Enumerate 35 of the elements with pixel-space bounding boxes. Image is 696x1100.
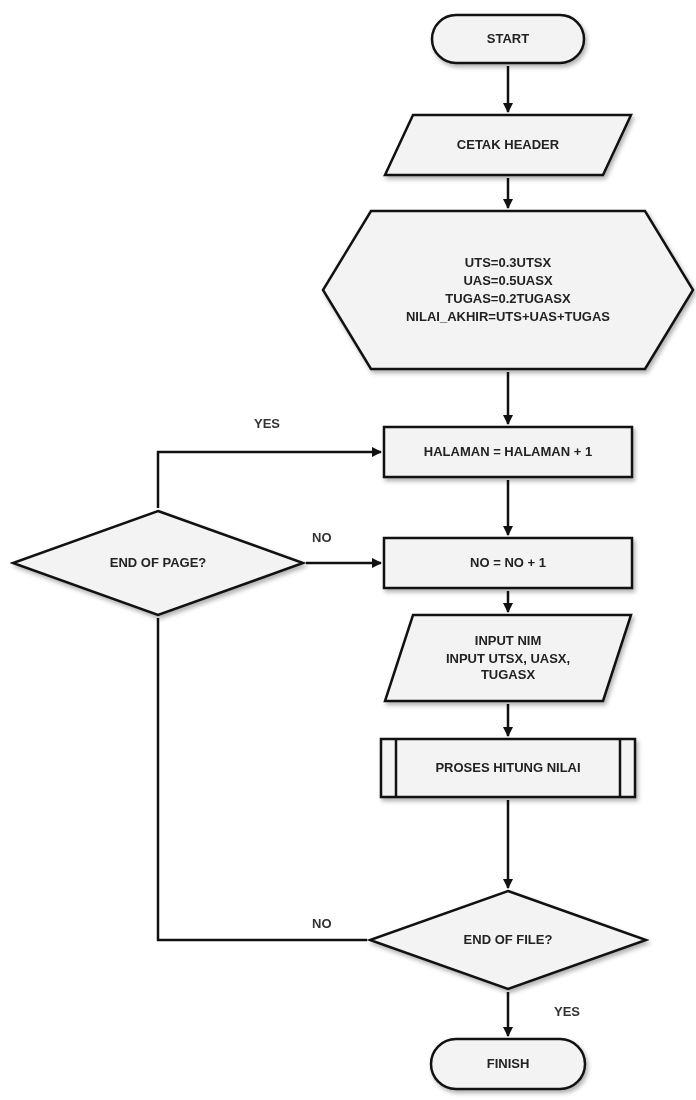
node-text: START — [486, 30, 530, 48]
connector-line — [156, 618, 367, 942]
node-text: END OF FILE? — [463, 931, 553, 949]
arrow — [503, 372, 513, 425]
arrow — [503, 704, 513, 737]
node-text: FINISH — [486, 1055, 530, 1073]
node-text: NO = NO + 1 — [470, 554, 546, 572]
arrow — [503, 480, 513, 536]
preparation-hexagon — [320, 208, 696, 372]
process-box — [381, 535, 635, 591]
arrow — [503, 800, 513, 889]
input-output-parallelogram — [382, 112, 634, 178]
arrow — [503, 992, 513, 1037]
node-text: UTS=0.3UTSX — [464, 254, 552, 271]
node-text: CETAK HEADER — [456, 136, 560, 154]
decision-diamond — [367, 888, 649, 992]
terminator-shape — [429, 12, 587, 66]
decision-diamond — [10, 508, 306, 618]
predefined-process-box — [378, 736, 638, 800]
arrow — [503, 178, 513, 209]
arrow — [306, 558, 382, 568]
node-text: INPUT UTSX, UASX, TUGASX — [444, 650, 572, 684]
node-text: NILAI_AKHIR=UTS+UAS+TUGAS — [405, 309, 611, 326]
node-text: PROSES HITUNG NILAI — [435, 759, 581, 777]
node-text: END OF PAGE? — [109, 554, 207, 572]
node-text: INPUT NIM — [474, 632, 542, 649]
input-output-parallelogram — [382, 612, 634, 704]
process-box — [381, 424, 635, 480]
node-text: UAS=0.5UASX — [463, 272, 553, 289]
arrow — [503, 591, 513, 613]
node-text: TUGAS=0.2TUGASX — [445, 291, 571, 308]
arrow — [503, 66, 513, 113]
arrow — [156, 447, 382, 508]
terminator-shape — [428, 1036, 588, 1092]
node-text: HALAMAN = HALAMAN + 1 — [423, 443, 593, 461]
